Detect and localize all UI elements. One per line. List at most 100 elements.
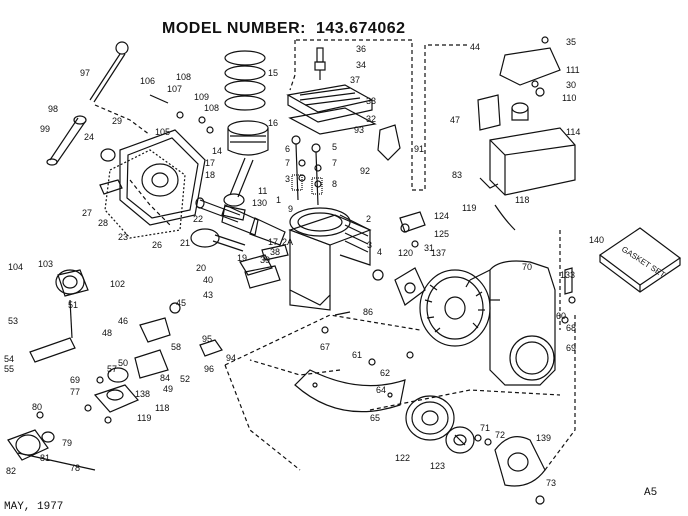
hardware-pieces xyxy=(36,36,576,505)
callout-label: 17 xyxy=(205,158,215,168)
callout-label: 14 xyxy=(212,146,222,156)
callout-label: 94 xyxy=(226,353,236,363)
callout-label: 130 xyxy=(252,198,267,208)
callout-label: 133 xyxy=(560,270,575,280)
camshaft xyxy=(190,228,246,252)
callout-label: 92 xyxy=(360,166,370,176)
oil-seal xyxy=(100,148,116,162)
callout-label: 97 xyxy=(80,68,90,78)
callout-label: 99 xyxy=(40,124,50,134)
callout-label: 35 xyxy=(566,37,576,47)
callout-label: 39 xyxy=(260,255,270,265)
callout-label: 140 xyxy=(589,235,604,245)
callout-label: 102 xyxy=(110,279,125,289)
callout-label: 49 xyxy=(163,384,173,394)
head-gasket xyxy=(288,107,377,135)
callout-label: 114 xyxy=(566,127,580,137)
callout-label: 34 xyxy=(356,60,366,70)
callout-label: 27 xyxy=(82,208,92,218)
callout-label: 18 xyxy=(205,170,215,180)
callout-label: 122 xyxy=(395,453,410,463)
callout-label: 26 xyxy=(152,240,162,250)
callout-label: 38 xyxy=(270,247,280,257)
connecting-rod xyxy=(221,157,254,221)
callout-label: 15 xyxy=(268,68,278,78)
callout-label: 138 xyxy=(135,389,150,399)
callout-label: 4 xyxy=(377,247,382,257)
issue-date: MAY, 1977 xyxy=(4,501,64,513)
piston-rings xyxy=(224,50,266,111)
callout-label: 3 xyxy=(285,174,290,184)
callout-label: 23 xyxy=(118,232,128,242)
engine-block xyxy=(288,207,372,311)
callout-label: 108 xyxy=(176,72,191,82)
callout-label: 68 xyxy=(566,323,576,333)
callout-label: 1 xyxy=(276,195,281,205)
carb-gasket xyxy=(477,94,501,131)
callout-label: 5 xyxy=(332,142,337,152)
callout-label: 20 xyxy=(196,263,206,273)
callout-label: 11 xyxy=(258,186,267,196)
callout-label: 28 xyxy=(98,218,108,228)
dipstick-tube xyxy=(46,115,87,166)
valves xyxy=(291,135,323,206)
callout-label: 53 xyxy=(8,316,18,326)
callout-label: 84 xyxy=(160,373,170,383)
primer-assembly xyxy=(7,429,96,471)
crankshaft xyxy=(195,197,286,246)
model-label: MODEL NUMBER: xyxy=(162,20,306,37)
fuel-bowl xyxy=(93,384,139,413)
callout-label: 95 xyxy=(202,334,212,344)
callout-label: 61 xyxy=(352,350,362,360)
callout-label: 107 xyxy=(167,84,182,94)
callout-label: 69 xyxy=(566,343,576,353)
callout-label: 31 xyxy=(424,243,434,253)
callout-label: 71 xyxy=(480,423,490,433)
misc-links xyxy=(99,94,573,357)
callout-label: 3 xyxy=(367,240,372,250)
callout-label: 111 xyxy=(566,65,580,75)
starter-cup xyxy=(445,426,475,454)
callout-label: 54 xyxy=(4,354,14,364)
model-number: 143.674062 xyxy=(315,20,406,37)
callout-label: 80 xyxy=(32,402,42,412)
callout-label: 118 xyxy=(515,195,529,205)
callout-label: 69 xyxy=(70,375,80,385)
model-number-title: MODEL NUMBER: 143.674062 xyxy=(162,20,406,38)
spark-plug xyxy=(314,47,326,80)
bracket xyxy=(499,47,561,86)
dipstick xyxy=(89,41,129,103)
gasket-set-label: GASKET SET xyxy=(620,245,667,280)
callout-label: 60 xyxy=(556,311,566,321)
breather-assembly xyxy=(394,267,426,306)
governor-assembly xyxy=(107,302,181,383)
callout-label: 65 xyxy=(370,413,380,423)
callout-label: 22 xyxy=(193,214,203,224)
callout-label: 50 xyxy=(118,358,128,368)
callout-label: 2A xyxy=(282,237,293,247)
flywheel xyxy=(419,269,491,347)
blower-housing xyxy=(469,260,556,386)
callout-label: 64 xyxy=(376,385,386,395)
callout-label: 55 xyxy=(4,364,14,374)
callout-label: 72 xyxy=(495,430,505,440)
callout-label: 81 xyxy=(40,453,50,463)
callout-label: 51 xyxy=(68,300,78,310)
callout-label: 47 xyxy=(450,115,460,125)
callout-label: 24 xyxy=(84,132,94,142)
fuel-line xyxy=(494,204,516,231)
callout-label: 19 xyxy=(237,253,247,263)
callout-label: 139 xyxy=(536,433,551,443)
callout-label: 9 xyxy=(288,204,293,214)
callout-label: 119 xyxy=(137,413,151,423)
recoil-starter xyxy=(494,436,546,487)
callout-label: 48 xyxy=(102,328,112,338)
callout-label: 105 xyxy=(155,127,170,137)
callout-label: 104 xyxy=(8,262,23,272)
callout-label: 120 xyxy=(398,248,413,258)
callout-label: 21 xyxy=(180,238,190,248)
callout-label: 37 xyxy=(350,75,360,85)
callout-label: 91 xyxy=(414,144,424,154)
callout-label: 86 xyxy=(363,307,373,317)
